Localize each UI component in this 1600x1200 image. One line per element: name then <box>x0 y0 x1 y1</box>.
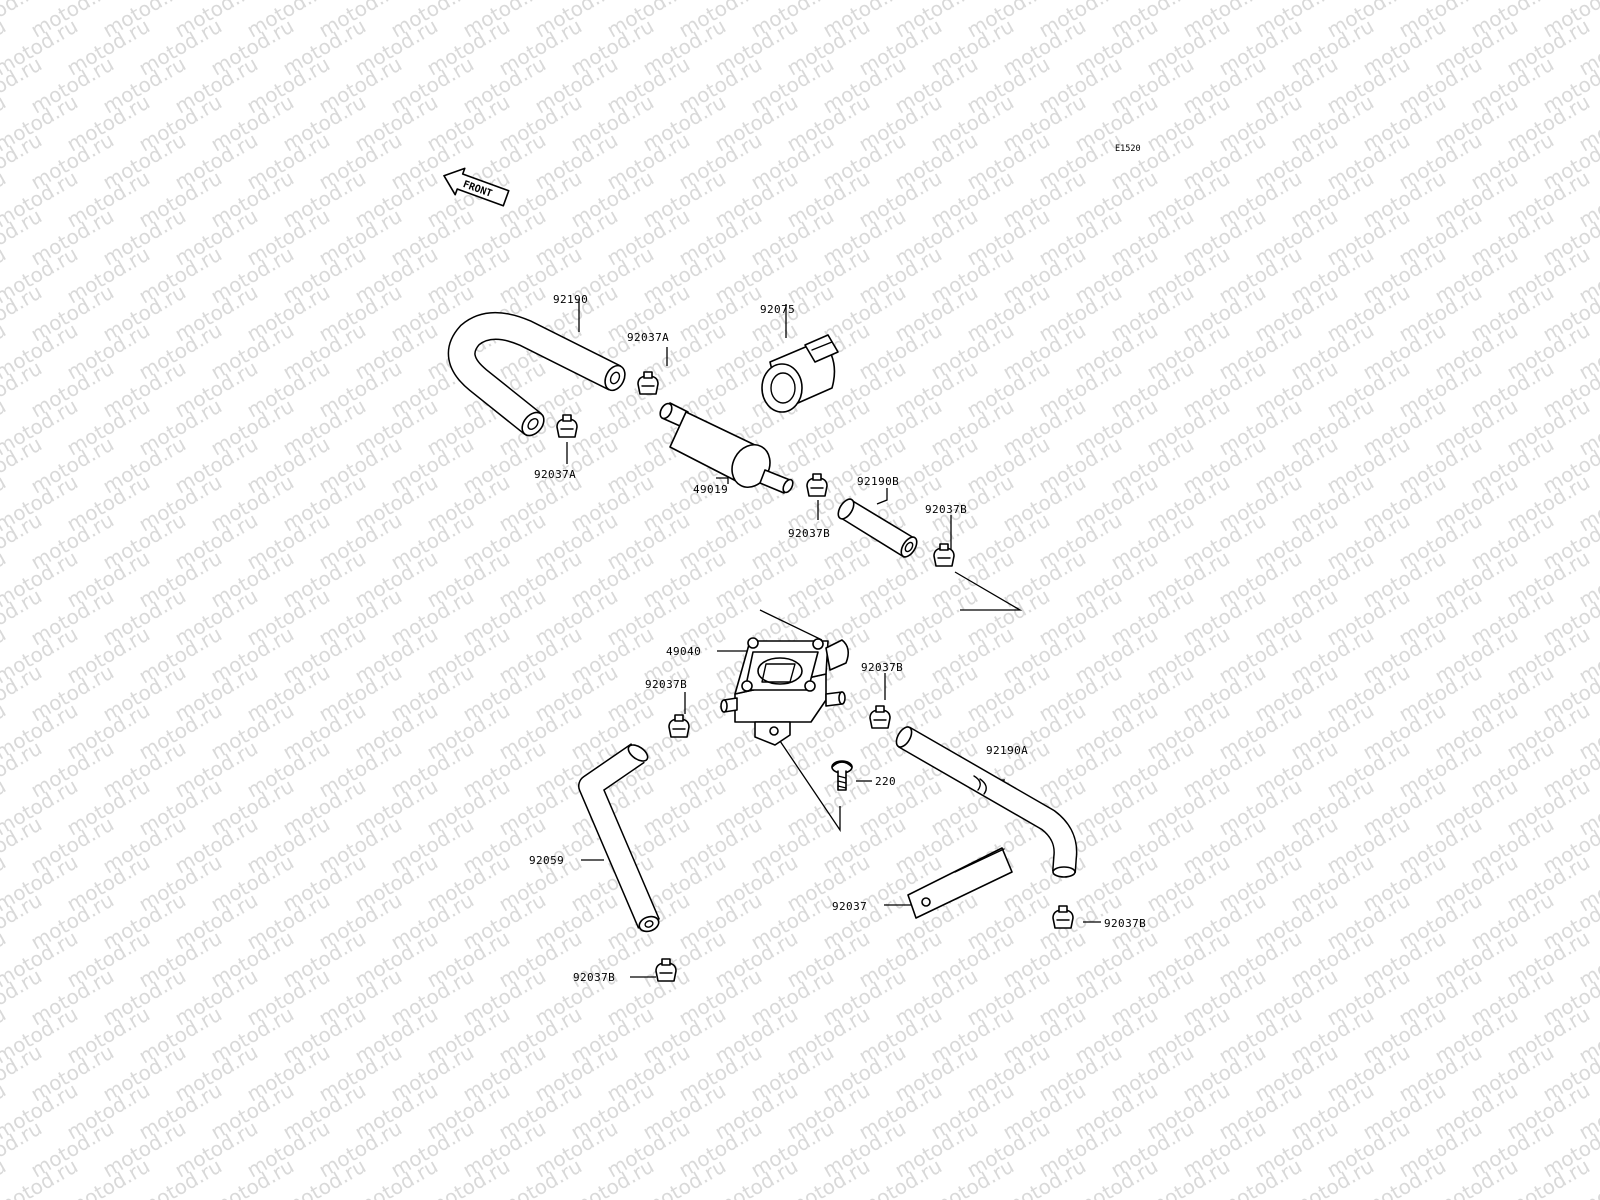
watermark-text: motod.ru <box>1575 0 1600 4</box>
label-92190a: 92190A <box>986 744 1028 757</box>
label-92037b-filter-out: 92037B <box>788 527 830 540</box>
label-92037a-bottom: 92037A <box>534 468 576 481</box>
clamp-92037b-lower-right <box>1052 905 1074 929</box>
label-92037b-pump-left: 92037B <box>645 678 687 691</box>
hose-92059 <box>578 743 661 933</box>
plate-92037 <box>907 847 1013 919</box>
clamp-92037b-filter-out <box>806 473 828 497</box>
diagram-code: E1520 <box>1115 144 1141 154</box>
label-92037b-pump-right: 92037B <box>861 661 903 674</box>
label-220: 220 <box>875 775 896 788</box>
label-92075: 92075 <box>760 303 795 316</box>
label-92190b: 92190B <box>857 475 899 488</box>
label-92190: 92190 <box>553 293 588 306</box>
label-92037b-lower-right: 92037B <box>1104 917 1146 930</box>
label-49019: 49019 <box>693 483 728 496</box>
screw-220 <box>831 760 853 791</box>
hose-92190 <box>447 312 626 437</box>
clamp-92037b-pump-left <box>668 714 690 738</box>
clamp-92037b-pump-right <box>869 705 891 729</box>
label-92059: 92059 <box>529 854 564 867</box>
leader-lines <box>566 300 1101 978</box>
part-labels: 92190 92037A 92037A 92075 49019 92037B 9… <box>529 293 1146 984</box>
label-92037: 92037 <box>832 900 867 913</box>
label-92037b-upper-right: 92037B <box>925 503 967 516</box>
label-92037b-bottom: 92037B <box>573 971 615 984</box>
fuel-pump-49040 <box>720 637 850 746</box>
fuel-filter-49019 <box>659 402 794 494</box>
clamp-92037a-bottom <box>556 414 578 438</box>
clamp-92037b-bottom <box>655 958 677 982</box>
watermark-text: motod.ru <box>0 1154 10 1200</box>
label-92037a-top: 92037A <box>627 331 669 344</box>
hose-92190b <box>837 498 918 558</box>
hose-92190a <box>895 726 1078 878</box>
clamp-92037b-upper-right <box>933 543 955 567</box>
label-49040: 49040 <box>666 645 701 658</box>
clamp-92037a-top <box>637 371 659 395</box>
filter-holder-92075 <box>761 334 839 413</box>
